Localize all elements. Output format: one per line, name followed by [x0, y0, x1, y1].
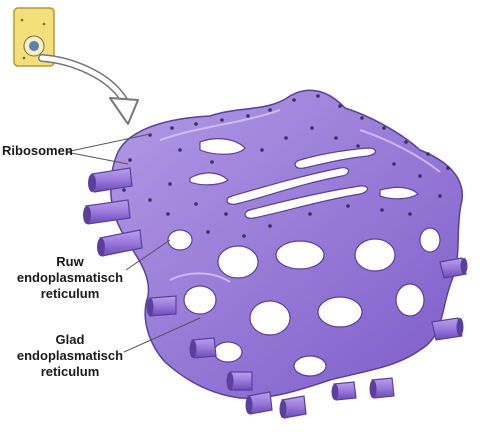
label-smooth-er-line-1: Glad — [55, 332, 85, 347]
label-ribosomes: Ribosomen — [2, 143, 73, 158]
label-smooth-er-line-3: reticulum — [40, 364, 100, 379]
label-rough-er: Ruw endoplasmatisch reticulum — [14, 254, 126, 302]
label-rough-er-line-3: reticulum — [40, 286, 100, 301]
leader-lines — [65, 133, 201, 353]
label-smooth-er: Glad endoplasmatisch reticulum — [14, 332, 126, 380]
label-smooth-er-line-2: endoplasmatisch — [16, 348, 124, 363]
label-rough-er-line-2: endoplasmatisch — [16, 270, 124, 285]
cell-inset-icon — [13, 7, 55, 67]
zoom-arrow-icon — [38, 54, 139, 125]
label-rough-er-line-1: Ruw — [56, 254, 84, 269]
er-network — [83, 89, 468, 419]
